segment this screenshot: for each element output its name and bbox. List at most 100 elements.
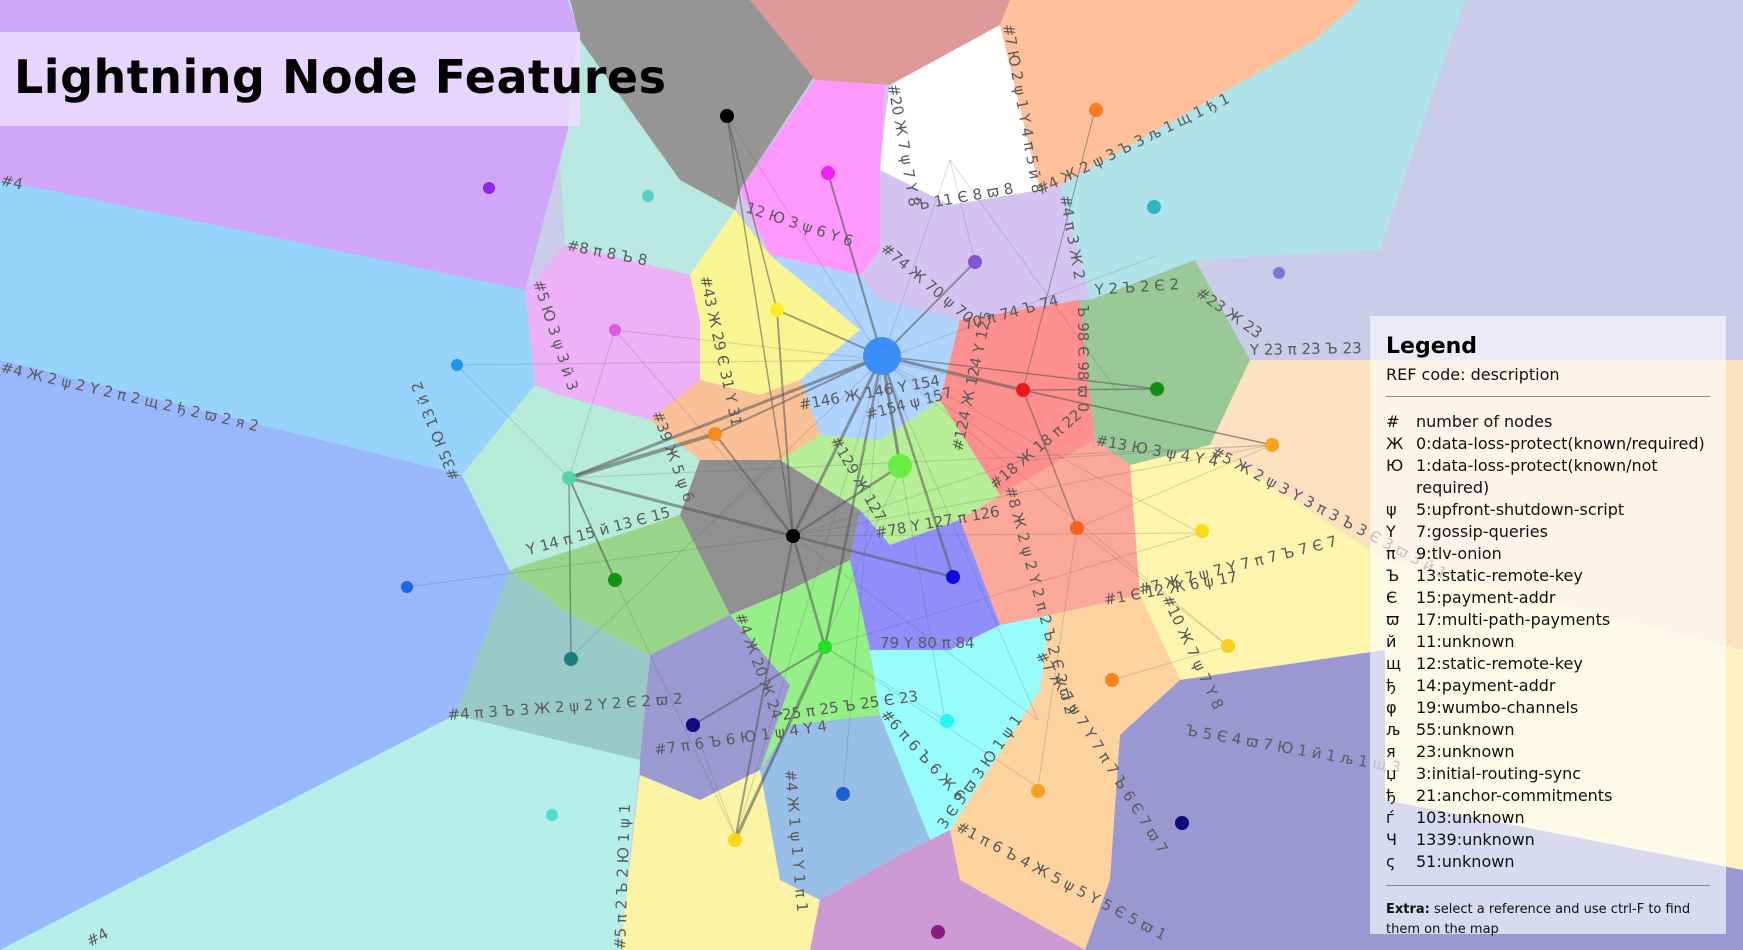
cell-indigo-left: [640, 615, 790, 800]
node-point[interactable]: [1016, 383, 1030, 397]
node-point[interactable]: [1175, 816, 1189, 830]
legend-description: 9:tlv-onion: [1416, 544, 1502, 563]
node-point[interactable]: [401, 581, 413, 593]
node-point[interactable]: [786, 529, 800, 543]
node-point[interactable]: [708, 427, 722, 441]
node-point[interactable]: [946, 570, 960, 584]
cell-blue-violet: [850, 510, 1000, 650]
node-point[interactable]: [720, 109, 734, 123]
cell-teal-left: [455, 570, 650, 760]
legend-code: щ: [1386, 654, 1402, 673]
node-point[interactable]: [483, 182, 495, 194]
edge-mesh: [406, 115, 1273, 841]
node-point[interactable]: [931, 925, 945, 939]
legend-code: ψ: [1386, 500, 1397, 519]
legend-item[interactable]: # number of nodes: [1386, 411, 1710, 433]
legend-code: #: [1386, 412, 1400, 431]
legend-code: я: [1386, 742, 1396, 761]
legend-description: 12:static-remote-key: [1416, 654, 1583, 673]
node-point[interactable]: [728, 833, 742, 847]
legend-code: π: [1386, 544, 1396, 563]
node-point[interactable]: [608, 573, 622, 587]
title-banner: [0, 32, 580, 126]
node-point-hub[interactable]: [863, 337, 901, 375]
node-point[interactable]: [562, 471, 576, 485]
node-point[interactable]: [821, 166, 835, 180]
legend-code: ђ: [1386, 786, 1396, 805]
cell-mint-bottom-left: [0, 715, 640, 950]
legend-extra-text: select a reference and use ctrl-F to fin…: [1386, 902, 1691, 937]
node-point[interactable]: [1265, 438, 1279, 452]
cell-salmon: [960, 440, 1140, 625]
legend-item[interactable]: я 23:unknown: [1386, 741, 1710, 763]
legend-code: φ: [1386, 698, 1397, 717]
node-point[interactable]: [609, 324, 621, 336]
cell-purple-bottom: [810, 830, 1085, 950]
cell-orange-mid: [560, 380, 820, 460]
node-point[interactable]: [686, 718, 700, 732]
page-title: Lightning Node Features: [14, 50, 667, 104]
cell-magenta: [740, 80, 885, 275]
node-point[interactable]: [818, 640, 832, 654]
legend-item[interactable]: π 9:tlv-onion: [1386, 543, 1710, 565]
node-point[interactable]: [564, 652, 578, 666]
node-point[interactable]: [770, 303, 784, 317]
legend-description: 17:multi-path-payments: [1416, 610, 1611, 629]
cell-blue-bottom: [760, 715, 930, 900]
node-point[interactable]: [1031, 784, 1045, 798]
cell-label: #4: [0, 171, 25, 193]
legend-description: 15:payment-addr: [1416, 588, 1556, 607]
node-point[interactable]: [1221, 639, 1235, 653]
legend-code: Ю: [1386, 456, 1404, 475]
legend-description: 14:payment-addr: [1416, 676, 1556, 695]
cell-lavender-right: [1195, 0, 1743, 360]
cell-blue-left: [0, 360, 512, 950]
legend-description: number of nodes: [1416, 412, 1553, 431]
node-point[interactable]: [940, 714, 954, 728]
legend-extra: Extra: select a reference and use ctrl-F…: [1386, 900, 1710, 940]
node-point[interactable]: [1105, 673, 1119, 687]
node-point[interactable]: [1150, 382, 1164, 396]
node-point[interactable]: [836, 787, 850, 801]
node-point[interactable]: [1195, 524, 1209, 538]
node-point[interactable]: [1089, 103, 1103, 117]
node-point[interactable]: [1070, 521, 1084, 535]
node-point[interactable]: [1273, 267, 1285, 279]
legend-code: Є: [1386, 588, 1398, 607]
node-point[interactable]: [1147, 200, 1161, 214]
legend-extra-label: Extra:: [1386, 902, 1430, 917]
legend-divider: [1386, 396, 1710, 397]
legend-panel: Legend REF code: description #number of …: [1370, 316, 1726, 937]
legend-description: 23:unknown: [1416, 742, 1515, 761]
legend-description: 55:unknown: [1416, 720, 1515, 739]
legend-description: 3:initial-routing-sync: [1416, 764, 1582, 783]
node-point[interactable]: [642, 190, 654, 202]
legend-item[interactable]: φ 19:wumbo-channels: [1386, 697, 1710, 719]
cell-red: [940, 300, 1095, 495]
node-point-hub[interactable]: [888, 454, 912, 478]
legend-item[interactable]: щ 12:static-remote-key: [1386, 653, 1710, 675]
node-point[interactable]: [546, 809, 558, 821]
legend-code: Ъ: [1386, 566, 1400, 585]
legend-code: ς: [1386, 852, 1396, 871]
cell-rose-top: [750, 0, 1010, 85]
legend-description: 19:wumbo-channels: [1416, 698, 1579, 717]
node-point[interactable]: [451, 359, 463, 371]
legend-item[interactable]: Є 15:payment-addr: [1386, 587, 1710, 609]
cell-cyan-right: [1060, 0, 1465, 300]
node-point[interactable]: [968, 255, 982, 269]
